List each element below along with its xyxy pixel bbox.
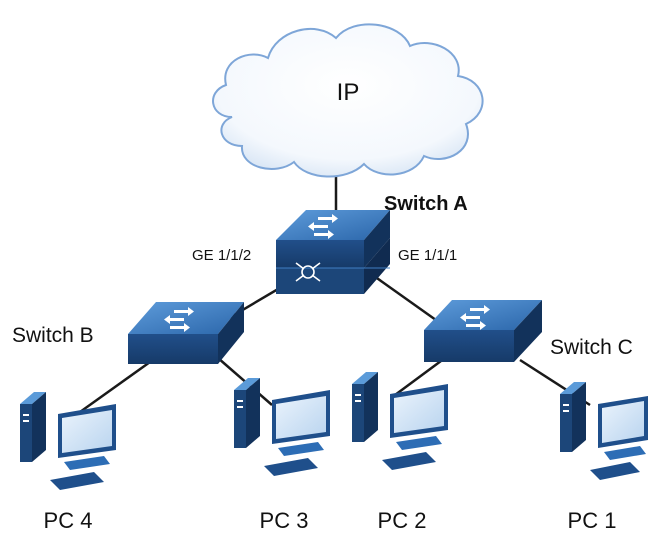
link-switch-b-pc-4 — [79, 360, 151, 414]
pc-3-label: PC 3 — [260, 508, 309, 533]
pc-1-label: PC 1 — [568, 508, 617, 533]
cloud-label: IP — [337, 79, 360, 106]
link-switch-c-pc-2 — [394, 356, 446, 397]
ip-cloud-icon: IP — [212, 23, 484, 178]
switch-b-icon: Switch B — [12, 302, 244, 364]
pc-2-icon: PC 2 — [352, 372, 448, 533]
switch-a-port-right-label: GE 1/1/1 — [398, 247, 457, 264]
switch-a-icon: Switch A GE 1/1/2 GE 1/1/1 — [192, 193, 468, 294]
switch-a-emblem-icon — [295, 262, 321, 282]
switch-c-icon: Switch C — [424, 300, 633, 362]
switch-b-label: Switch B — [12, 324, 94, 347]
switch-a-label: Switch A — [384, 193, 468, 215]
pc-4-icon: PC 4 — [20, 392, 116, 533]
pc-3-icon: PC 3 — [234, 378, 330, 533]
switch-c-label: Switch C — [550, 336, 633, 359]
pc-4-label: PC 4 — [44, 508, 93, 533]
pc-1-icon: PC 1 — [560, 382, 648, 533]
pc-2-label: PC 2 — [378, 508, 427, 533]
switch-a-port-left-label: GE 1/1/2 — [192, 247, 251, 264]
